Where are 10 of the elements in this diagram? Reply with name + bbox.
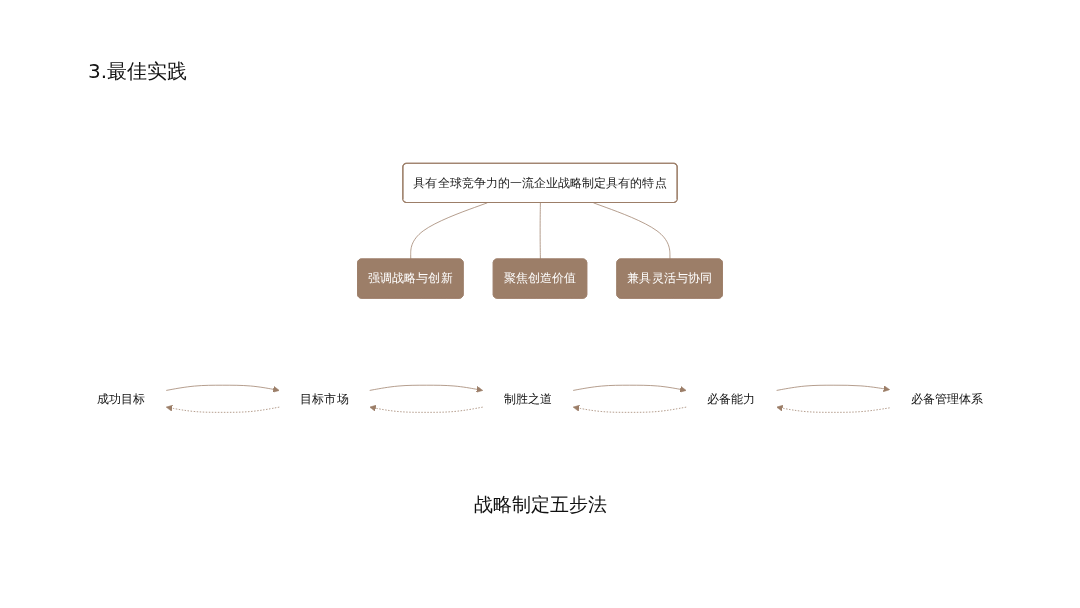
- connector: [539, 202, 541, 260]
- caption: 战略制定五步法: [473, 492, 607, 517]
- connector: [593, 202, 671, 260]
- title: 3.最佳实践: [88, 58, 188, 85]
- connector: [410, 202, 488, 260]
- node-text: 必备管理体系: [910, 391, 984, 406]
- node-text: 必备能力: [707, 391, 756, 406]
- node-text: 成功目标: [96, 391, 146, 406]
- node-text: 目标市场: [300, 391, 349, 406]
- node-text: 制胜之道: [503, 391, 553, 406]
